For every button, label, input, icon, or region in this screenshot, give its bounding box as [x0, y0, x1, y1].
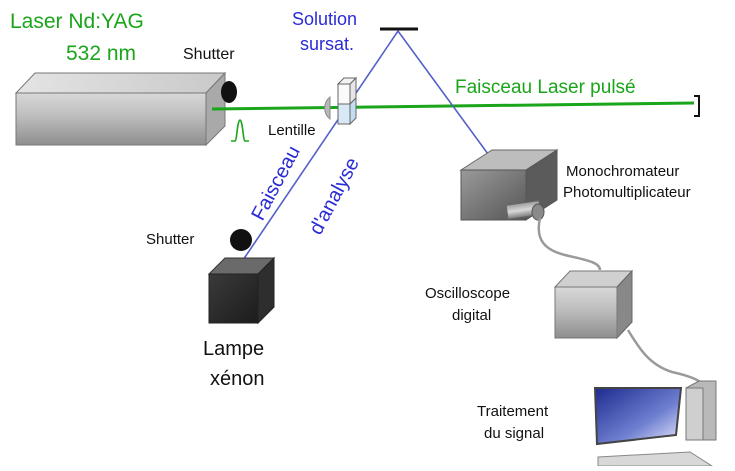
oscilloscope-label-line2: digital [452, 307, 492, 324]
oscilloscope-icon [553, 269, 634, 340]
xenon-lamp-label-line1: Lampe [203, 338, 265, 360]
monochromator-icon [459, 149, 559, 221]
shutter-disc-icon [230, 229, 252, 251]
pulsed-beam-label: Faisceau Laser pulsé [455, 77, 636, 98]
lens-label: Lentille [268, 122, 316, 139]
monochromator-label-line1: Monochromateur [566, 163, 680, 180]
laser-wavelength-label: 532 nm [66, 42, 137, 65]
analysis-beam [240, 29, 489, 264]
cable-pmt-oscilloscope [537, 217, 602, 271]
cable-oscilloscope-computer [626, 329, 705, 386]
lens-icon [324, 95, 331, 121]
lamp-shutter-label: Shutter [146, 231, 195, 248]
monochromator-label-line2: Photomultiplicateur [563, 184, 691, 201]
shutter-disc-icon [221, 81, 237, 103]
laser-shutter-label: Shutter [183, 46, 235, 63]
cuvette-icon [336, 76, 358, 126]
solution-label-line2: sursat. [300, 34, 355, 54]
processing-label-line2: du signal [484, 425, 545, 442]
oscilloscope-label-line1: Oscilloscope [425, 285, 511, 302]
computer-icon [593, 380, 717, 467]
xenon-lamp-icon [207, 256, 276, 325]
laser-name-label: Laser Nd:YAG [10, 10, 144, 33]
processing-label-line1: Traitement [477, 403, 549, 420]
laser-box-icon [14, 71, 227, 147]
laser-pulse-icon [231, 119, 249, 142]
beam-stop-icon [694, 95, 700, 117]
solution-label-line1: Solution [292, 9, 358, 29]
xenon-lamp-label-line2: xénon [210, 368, 265, 390]
